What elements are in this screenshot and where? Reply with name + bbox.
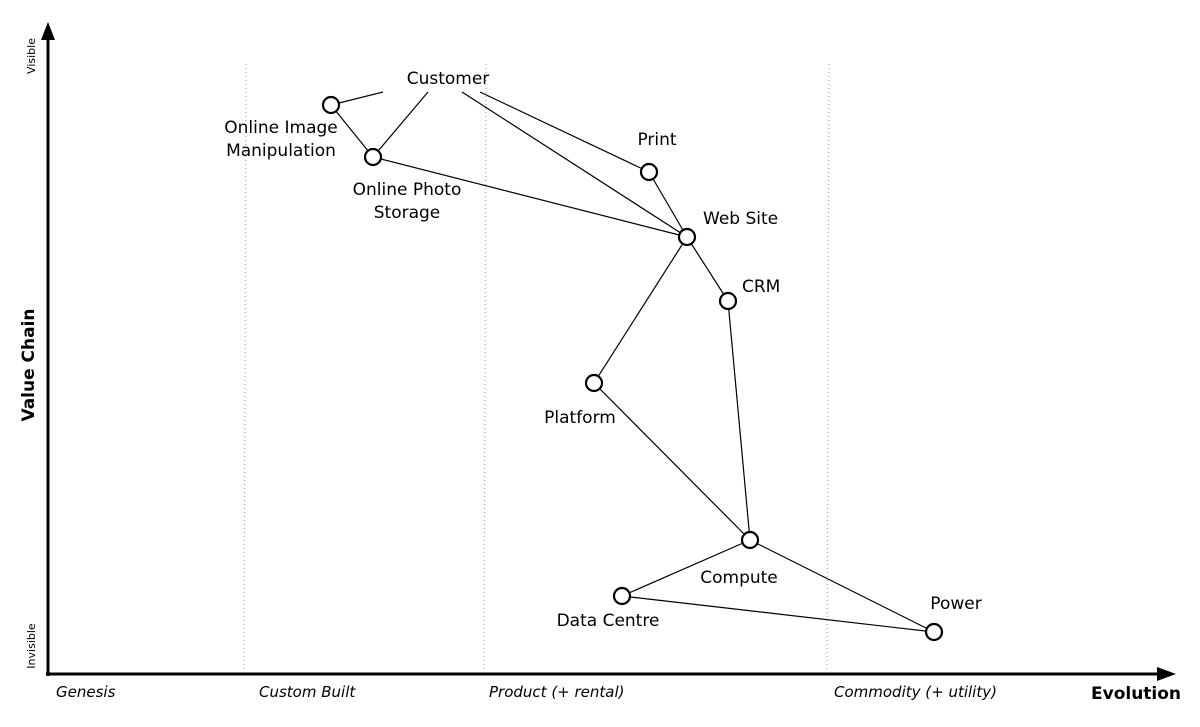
link-customer-to-print (479, 91, 650, 173)
stage-dividers (243, 63, 830, 673)
stage-divider-2 (483, 63, 487, 673)
node-label-platform: Platform (544, 408, 616, 428)
node-platform (584, 373, 604, 393)
link-compute-to-power (749, 539, 935, 633)
node-label-line: Manipulation (226, 141, 336, 161)
link-crm-to-compute (727, 300, 751, 541)
link-customer-to-online-photo-storage (372, 91, 429, 158)
node-power (924, 622, 944, 642)
stage-label-product: Product (+ rental) (489, 683, 625, 701)
link-data-centre-to-power (621, 595, 935, 633)
stage-divider-1 (243, 63, 247, 673)
axes (41, 22, 1176, 681)
link-customer-to-web-site (461, 91, 688, 238)
node-label-line: Storage (374, 203, 441, 223)
node-label-crm: CRM (742, 277, 780, 297)
y-axis-arrow (41, 22, 55, 40)
node-label-line: Online Photo (353, 180, 462, 200)
node-label-line: Web Site (703, 209, 778, 229)
node-label-print: Print (637, 130, 676, 150)
link-online-image-manipulation-to-online-photo-storage (330, 104, 374, 158)
y-axis-title: Value Chain (19, 308, 39, 421)
node-label-line: Power (930, 594, 981, 614)
node-online-photo-storage (363, 147, 383, 167)
link-print-to-web-site (648, 171, 688, 238)
link-web-site-to-crm (686, 236, 729, 302)
node-label-power: Power (930, 594, 981, 614)
stage-divider-3 (826, 63, 830, 673)
stage-labels: Genesis Custom Built Product (+ rental) … (56, 683, 997, 701)
node-print (639, 162, 659, 182)
node-label-line: Online Image (224, 118, 337, 138)
link-online-photo-storage-to-web-site (372, 156, 688, 238)
node-label-line: Compute (700, 568, 778, 588)
stage-label-custom-built: Custom Built (259, 683, 356, 701)
node-web-site (677, 227, 697, 247)
node-label-web-site: Web Site (703, 209, 778, 229)
node-label-line: Print (637, 130, 676, 150)
link-platform-to-compute (593, 382, 751, 541)
node-label-line: Platform (544, 408, 616, 428)
node-label-customer: Customer (407, 69, 490, 89)
node-label-data-centre: Data Centre (557, 611, 660, 631)
node-label-compute: Compute (700, 568, 778, 588)
node-compute (740, 530, 760, 550)
dependency-links (330, 91, 935, 633)
y-axis-top-label: Visible (25, 38, 38, 74)
link-web-site-to-platform (593, 236, 688, 384)
link-compute-to-data-centre (621, 539, 751, 597)
node-crm (718, 291, 738, 311)
node-data-centre (612, 586, 632, 606)
stage-label-genesis: Genesis (56, 683, 116, 701)
node-online-image-manipulation (321, 95, 341, 115)
x-axis-arrow (1157, 667, 1176, 681)
node-label-line: Customer (407, 69, 490, 89)
node-label-line: CRM (742, 277, 780, 297)
y-axis-bottom-label: Invisible (25, 623, 38, 669)
components (321, 95, 944, 642)
node-label-line: Data Centre (557, 611, 660, 631)
x-axis-title: Evolution (1091, 684, 1181, 704)
stage-label-commodity: Commodity (+ utility) (834, 683, 997, 701)
